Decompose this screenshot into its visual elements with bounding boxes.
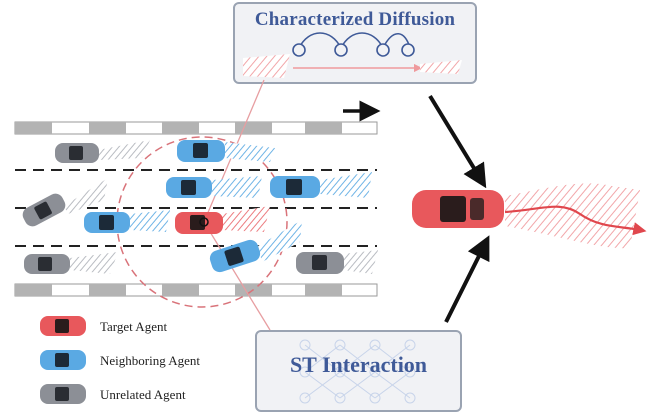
road-top-barrier <box>14 121 378 135</box>
road-bottom-barrier <box>14 283 378 297</box>
predicted-trajectory-distribution <box>505 183 640 249</box>
diffusion-to-output-arrow <box>428 94 487 189</box>
st-interaction-title: ST Interaction <box>289 352 428 377</box>
legend-swatch-neighboring <box>40 350 86 370</box>
neighboring-agent <box>84 210 170 233</box>
diffusion-noisy-trajectory <box>243 54 290 78</box>
output-target-agent <box>412 190 504 228</box>
interaction-to-output-arrow <box>444 235 490 323</box>
predicted-trajectory-line <box>504 205 647 236</box>
unrelated-agent <box>55 140 150 163</box>
characterized-diffusion-title: Characterized Diffusion <box>254 9 456 30</box>
neighboring-agent <box>270 172 372 198</box>
diffusion-chain-icon <box>292 32 415 57</box>
legend-label-neighboring: Neighboring Agent <box>100 353 201 368</box>
unrelated-agent <box>24 252 118 274</box>
diffusion-clean-trajectory <box>420 60 462 74</box>
neighboring-agent <box>177 140 275 162</box>
legend-label-unrelated: Unrelated Agent <box>100 387 186 402</box>
legend-swatch-unrelated <box>40 384 86 404</box>
legend-label-target: Target Agent <box>100 319 168 334</box>
neighboring-agent <box>166 176 262 198</box>
unrelated-agent <box>22 178 108 227</box>
legend-swatch-target <box>40 316 86 336</box>
unrelated-agent <box>296 250 378 274</box>
target-agent <box>175 206 270 234</box>
neighboring-agent <box>209 220 302 273</box>
connector-line-to-interaction <box>203 221 271 331</box>
